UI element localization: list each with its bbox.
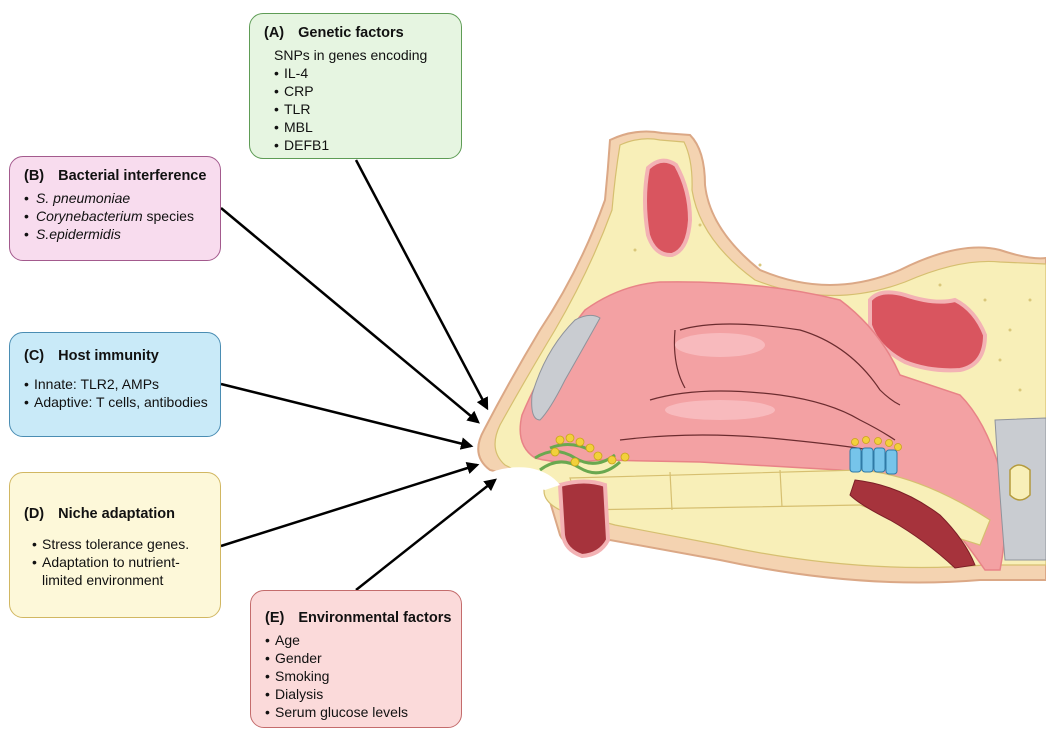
- genetic-factors-title: (A) Genetic factors: [264, 24, 447, 42]
- bacterial-interference-box: (B) Bacterial interference S. pneumoniae …: [9, 156, 221, 261]
- box-label: (D): [24, 506, 44, 522]
- list-item: DEFB1: [274, 136, 447, 154]
- list-item: Stress tolerance genes.: [32, 535, 206, 553]
- species-name: S. pneumoniae: [36, 190, 130, 206]
- list-item: Dialysis: [265, 685, 447, 703]
- niche-adaptation-title: (D) Niche adaptation: [24, 505, 206, 523]
- bacterial-list: S. pneumoniae Corynebacterium species S.…: [24, 189, 206, 243]
- list-item: S.epidermidis: [24, 225, 206, 243]
- list-item: TLR: [274, 100, 447, 118]
- box-label: (E): [265, 610, 284, 626]
- box-title: Genetic factors: [298, 25, 404, 41]
- arrow-c: [221, 384, 471, 446]
- immunity-list: Innate: TLR2, AMPs Adaptive: T cells, an…: [24, 375, 206, 411]
- bacterial-interference-title: (B) Bacterial interference: [24, 167, 206, 185]
- list-item: Gender: [265, 649, 447, 667]
- box-title: Niche adaptation: [58, 506, 175, 522]
- list-item: Serum glucose levels: [265, 703, 447, 721]
- box-title: Host immunity: [58, 348, 159, 364]
- list-item: Adaptation to nutrient-limited environme…: [32, 553, 212, 589]
- genetic-factors-box: (A) Genetic factors SNPs in genes encodin…: [249, 13, 462, 159]
- box-label: (A): [264, 25, 284, 41]
- box-title: Environmental factors: [298, 610, 451, 626]
- arrow-b: [221, 208, 478, 422]
- box-label: (B): [24, 168, 44, 184]
- list-item: Innate: TLR2, AMPs: [24, 375, 206, 393]
- species-name: S.epidermidis: [36, 226, 121, 242]
- host-immunity-title: (C) Host immunity: [24, 347, 206, 365]
- host-immunity-box: (C) Host immunity Innate: TLR2, AMPs Adap…: [9, 332, 221, 437]
- genetic-subtitle: SNPs in genes encoding: [264, 46, 447, 64]
- genetic-list: IL-4 CRP TLR MBL DEFB1: [264, 64, 447, 154]
- list-item: IL-4: [274, 64, 447, 82]
- list-item: MBL: [274, 118, 447, 136]
- list-item: Age: [265, 631, 447, 649]
- arrow-a: [356, 160, 487, 408]
- environmental-factors-title: (E)Environmental factors: [265, 609, 447, 627]
- species-suffix: species: [143, 208, 194, 224]
- box-title: Bacterial interference: [58, 168, 206, 184]
- box-label: (C): [24, 348, 44, 364]
- environmental-factors-box: (E)Environmental factors Age Gender Smok…: [250, 590, 462, 728]
- niche-list: Stress tolerance genes. Adaptation to nu…: [24, 535, 206, 589]
- list-item: Smoking: [265, 667, 447, 685]
- list-item: Adaptive: T cells, antibodies: [24, 393, 206, 411]
- species-name: Corynebacterium: [36, 208, 143, 224]
- niche-adaptation-box: (D) Niche adaptation Stress tolerance gen…: [9, 472, 221, 618]
- lip-tissue: [560, 482, 608, 557]
- arrow-d: [221, 465, 477, 546]
- list-item: Corynebacterium species: [24, 207, 206, 225]
- list-item: S. pneumoniae: [24, 189, 206, 207]
- environmental-list: Age Gender Smoking Dialysis Serum glucos…: [265, 631, 447, 721]
- list-item: CRP: [274, 82, 447, 100]
- vertebra: [1010, 465, 1030, 500]
